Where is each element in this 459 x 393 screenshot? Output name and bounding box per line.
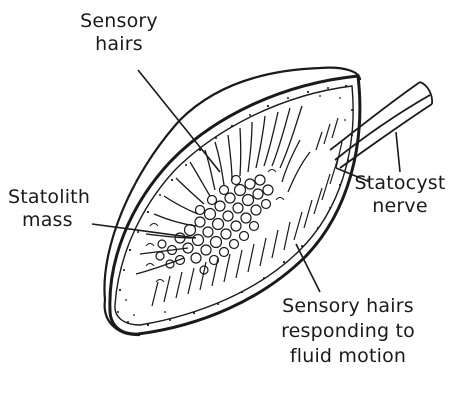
label-fluid-motion-hairs-line1: Sensory hairs [262, 294, 434, 319]
label-statolith-mass: Statolith mass [8, 186, 90, 232]
label-statocyst-nerve: Statocyst nerve [346, 172, 454, 218]
nerve-bundle [330, 82, 432, 168]
wall-stipple [117, 85, 353, 326]
label-statocyst-nerve-line1: Statocyst [346, 172, 454, 195]
label-statocyst-nerve-line2: nerve [346, 195, 454, 218]
label-statolith-mass-line1: Statolith [8, 186, 90, 209]
label-fluid-motion-hairs-line2: responding to [262, 319, 434, 344]
label-sensory-hairs-line1: Sensory [64, 10, 174, 33]
label-statolith-mass-line2: mass [8, 209, 90, 232]
label-sensory-hairs: Sensory hairs [64, 10, 174, 56]
outer-membrane [104, 68, 360, 300]
label-fluid-motion-hairs: Sensory hairs responding to fluid motion [262, 294, 434, 369]
label-fluid-motion-hairs-line3: fluid motion [262, 344, 434, 369]
label-sensory-hairs-line2: hairs [64, 33, 174, 56]
